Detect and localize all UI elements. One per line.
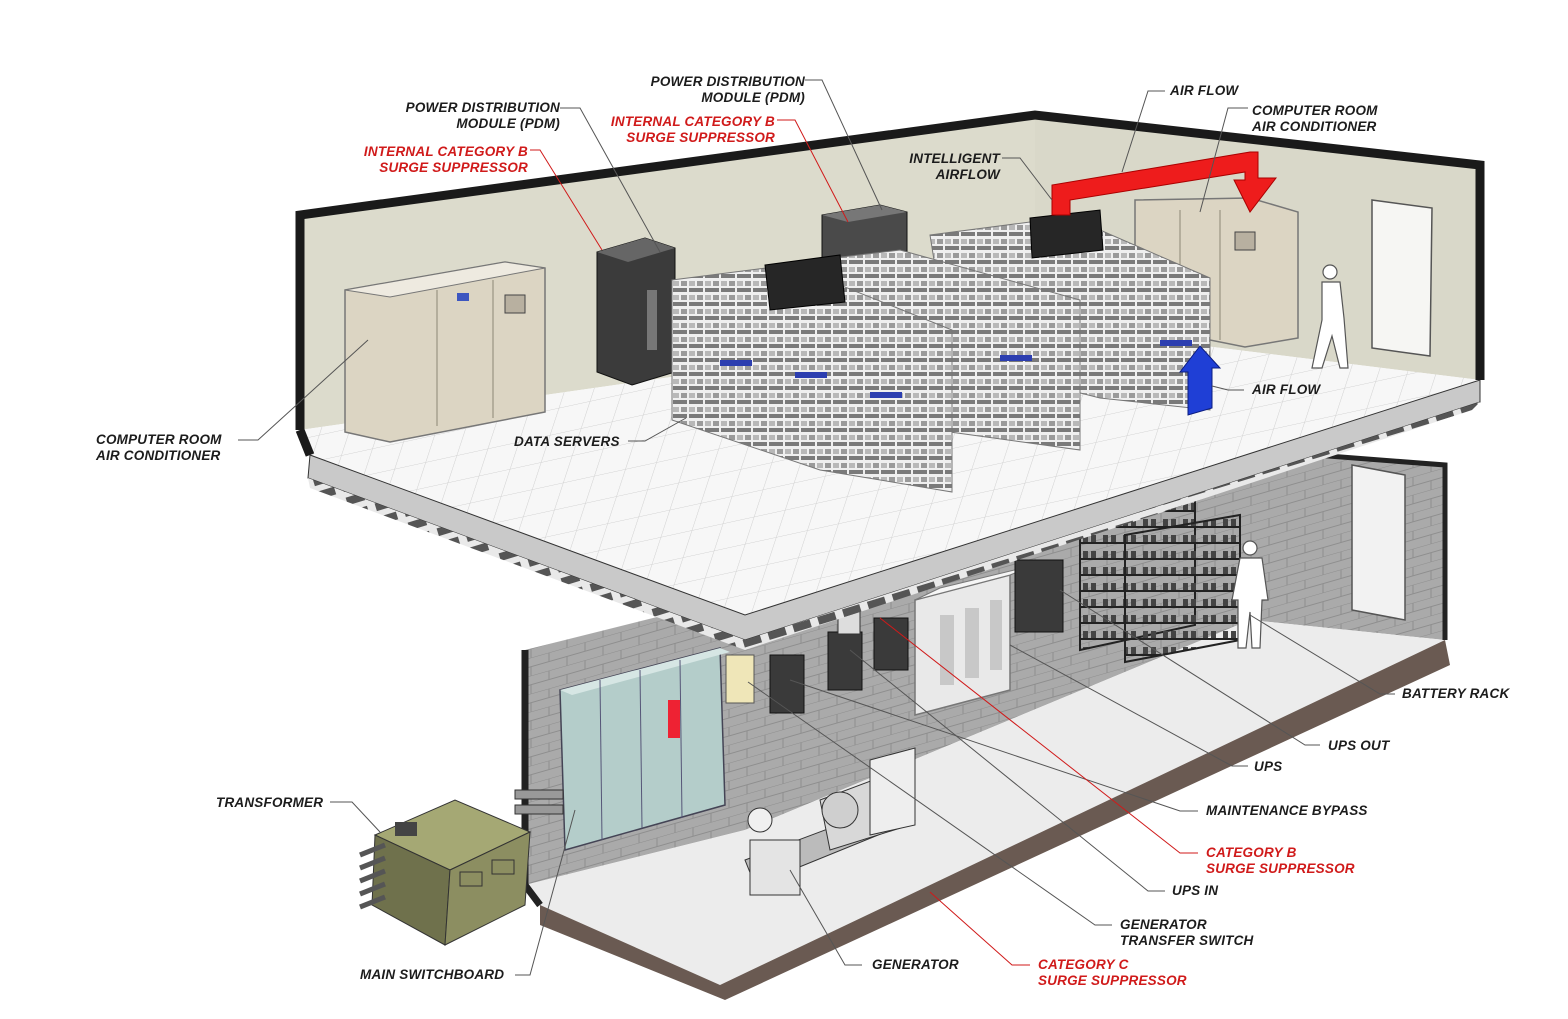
label-line: SURGE SUPPRESSOR <box>1206 861 1355 876</box>
label-data-servers: DATA SERVERS <box>514 434 620 450</box>
main-switchboard-shape <box>559 647 755 851</box>
label-line: CATEGORY B <box>1206 845 1297 860</box>
label-line: COMPUTER ROOM <box>96 432 222 447</box>
label-line: UPS OUT <box>1328 738 1390 753</box>
label-line: POWER DISTRIBUTION <box>650 74 805 89</box>
label-transformer: TRANSFORMER <box>216 795 323 811</box>
intelligent-airflow-arrow <box>1051 151 1278 216</box>
label-line: COMPUTER ROOM <box>1252 103 1378 118</box>
upper-ceiling-grid <box>308 402 1480 650</box>
label-line: SURGE SUPPRESSOR <box>626 130 775 145</box>
label-intelligent-airflow: INTELLIGENT AIRFLOW <box>880 151 1000 183</box>
label-line: DATA SERVERS <box>514 434 620 449</box>
upper-outline <box>295 110 1485 430</box>
label-ups: UPS <box>1254 759 1282 775</box>
label-line: MAIN SWITCHBOARD <box>360 967 505 982</box>
label-line: INTELLIGENT <box>909 151 1000 166</box>
label-line: TRANSFORMER <box>216 795 324 810</box>
label-line: POWER DISTRIBUTION <box>405 100 560 115</box>
label-line: MODULE (PDM) <box>456 116 560 131</box>
label-generator: GENERATOR <box>872 957 959 973</box>
label-line: SURGE SUPPRESSOR <box>379 160 528 175</box>
label-line: MAINTENANCE BYPASS <box>1206 803 1368 818</box>
label-air-flow-side: AIR FLOW <box>1252 382 1320 398</box>
generator-shape <box>744 747 916 896</box>
pdm-left-cabinet <box>596 237 676 386</box>
label-line: INTERNAL CATEGORY B <box>610 114 775 129</box>
lower-door <box>1351 464 1406 621</box>
label-maintenance-bypass: MAINTENANCE BYPASS <box>1206 803 1368 819</box>
label-line: AIR CONDITIONER <box>1252 119 1377 134</box>
ups-out-panel <box>1014 559 1064 633</box>
label-line: AIR FLOW <box>1252 382 1321 397</box>
label-battery-rack: BATTERY RACK <box>1402 686 1509 702</box>
label-line: UPS IN <box>1172 883 1219 898</box>
label-pdm-center: POWER DISTRIBUTION MODULE (PDM) <box>625 74 805 106</box>
label-air-flow-top: AIR FLOW <box>1170 83 1238 99</box>
lower-right-wall <box>1250 450 1445 640</box>
label-line: BATTERY RACK <box>1402 686 1510 701</box>
label-line: GENERATOR <box>1120 917 1207 932</box>
ups-cabinet <box>914 564 1036 716</box>
category-b-panel <box>873 617 909 671</box>
ups-in-panel <box>827 631 863 691</box>
label-category-c: CATEGORY C SURGE SUPPRESSOR <box>1038 957 1187 989</box>
label-surge-b-internal-left: INTERNAL CATEGORY B SURGE SUPPRESSOR <box>330 144 528 176</box>
label-surge-b-internal-center: INTERNAL CATEGORY B SURGE SUPPRESSOR <box>575 114 775 146</box>
label-category-b: CATEGORY B SURGE SUPPRESSOR <box>1206 845 1355 877</box>
label-line: AIR CONDITIONER <box>96 448 221 463</box>
crac-left-unit <box>344 261 546 443</box>
person-upper <box>1311 264 1349 369</box>
label-ups-in: UPS IN <box>1172 883 1218 899</box>
label-crac-right: COMPUTER ROOM AIR CONDITIONER <box>1252 103 1378 135</box>
label-line: MODULE (PDM) <box>701 90 805 105</box>
label-line: AIRFLOW <box>935 167 1000 182</box>
upper-floor-edge <box>295 428 315 457</box>
air-flow-blue-arrow <box>1178 345 1222 416</box>
person-lower <box>1231 540 1269 649</box>
label-line: GENERATOR <box>872 957 959 972</box>
transformer-shape <box>359 789 564 946</box>
label-main-switchboard: MAIN SWITCHBOARD <box>360 967 504 983</box>
battery-rack-shape <box>1079 498 1241 664</box>
lower-level <box>521 447 1450 1000</box>
data-server-racks <box>671 209 1211 493</box>
maintenance-bypass-panel <box>769 654 805 714</box>
label-pdm-left: POWER DISTRIBUTION MODULE (PDM) <box>380 100 560 132</box>
label-ups-out: UPS OUT <box>1328 738 1389 754</box>
label-line: SURGE SUPPRESSOR <box>1038 973 1187 988</box>
label-line: AIR FLOW <box>1170 83 1239 98</box>
leader-lines <box>238 79 1395 976</box>
label-generator-transfer-switch: GENERATOR TRANSFER SWITCH <box>1120 917 1254 949</box>
label-line: UPS <box>1254 759 1283 774</box>
label-crac-left: COMPUTER ROOM AIR CONDITIONER <box>96 432 222 464</box>
label-line: INTERNAL CATEGORY B <box>363 144 528 159</box>
upper-door <box>1371 199 1433 357</box>
label-line: CATEGORY C <box>1038 957 1129 972</box>
label-line: TRANSFER SWITCH <box>1120 933 1254 948</box>
